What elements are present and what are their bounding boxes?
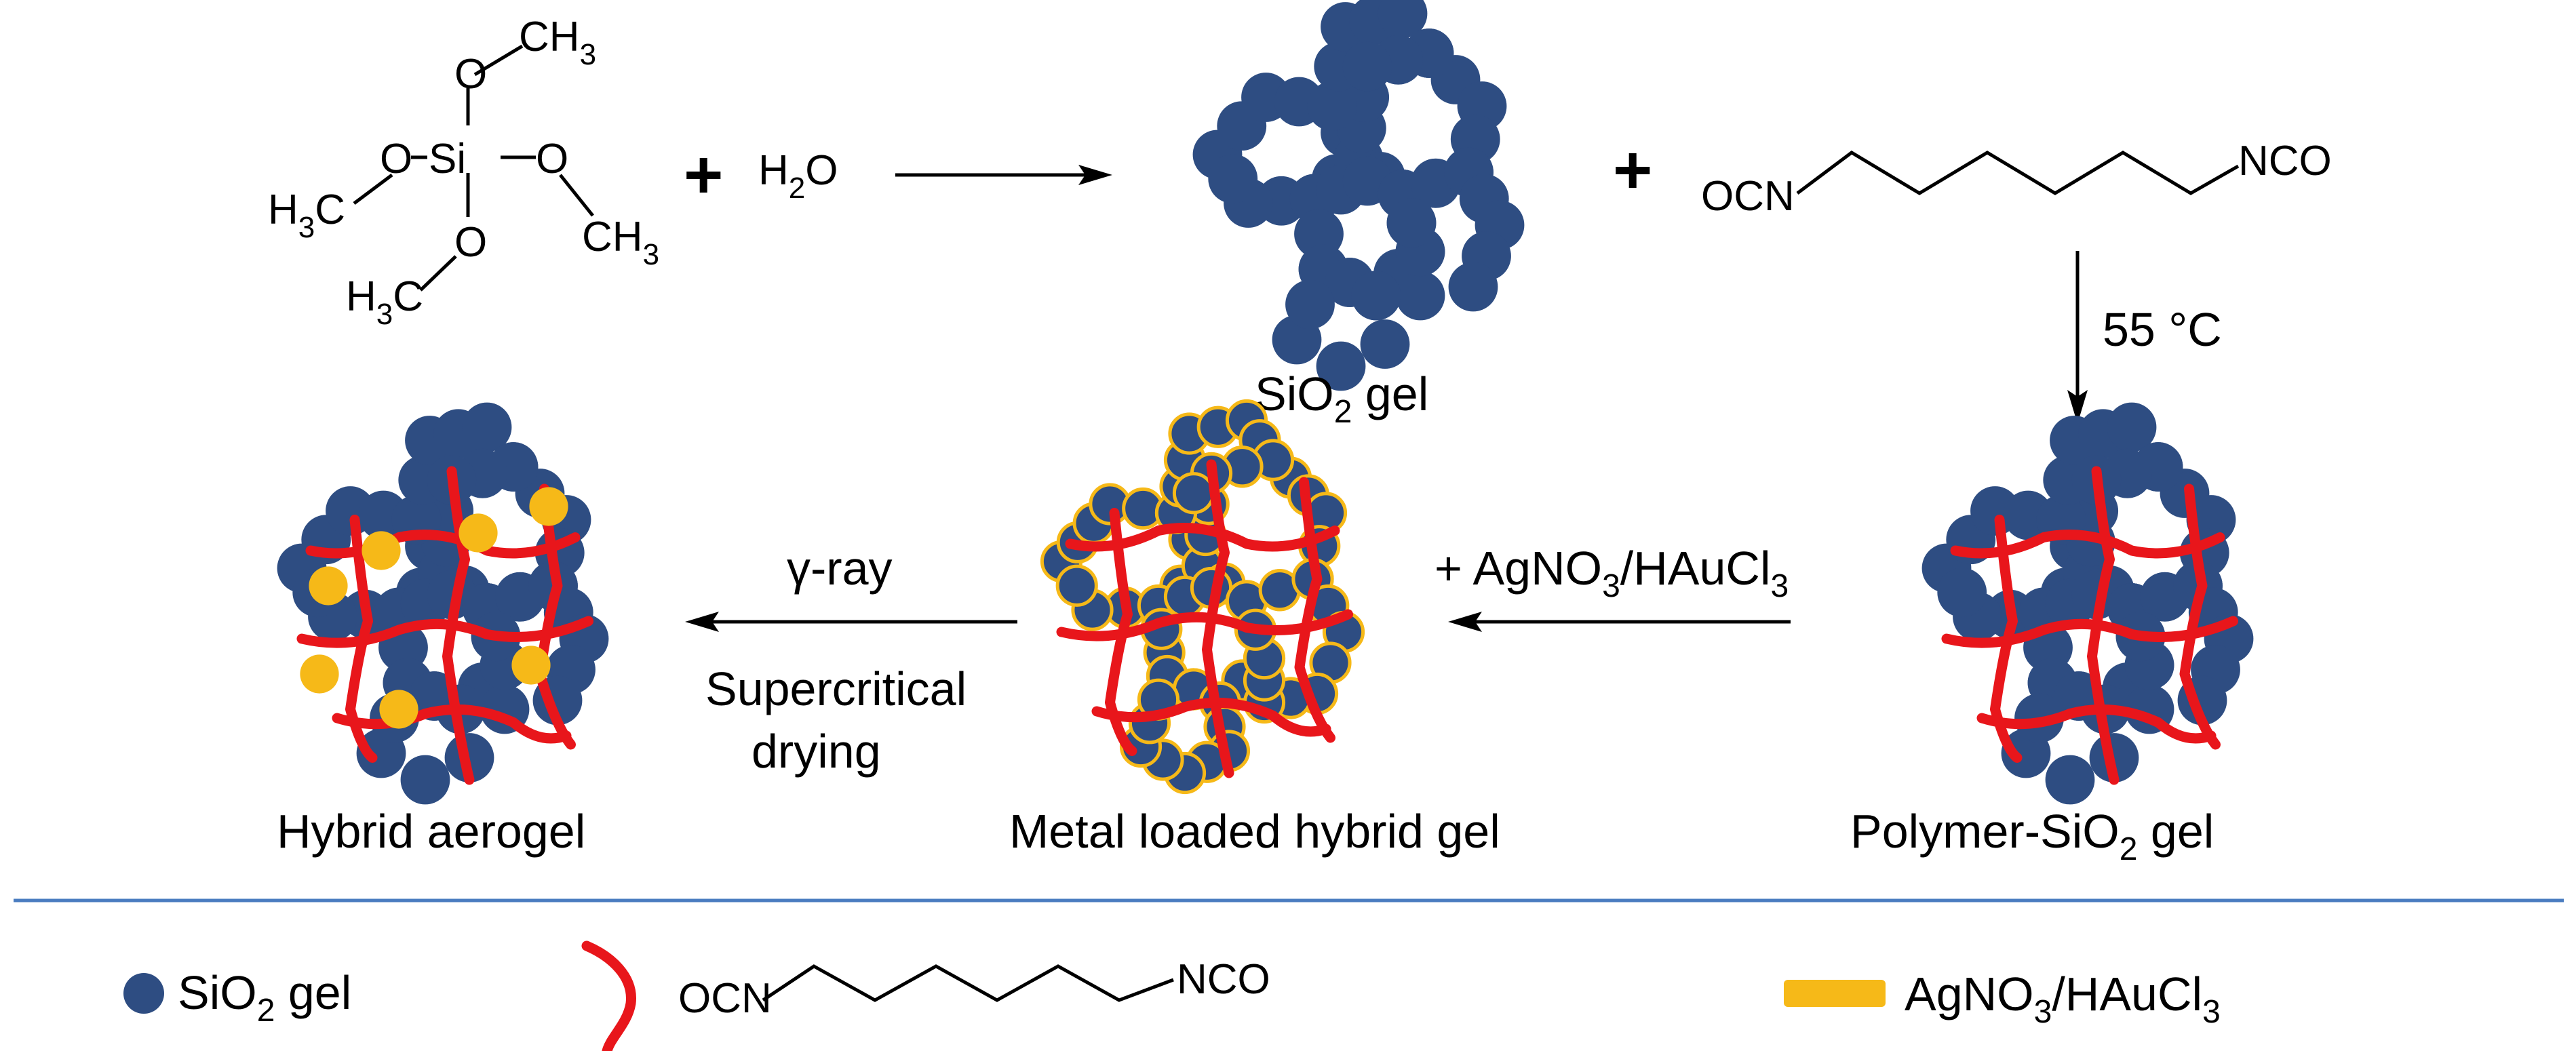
- metal-nanoparticle: [300, 654, 339, 694]
- silica-bead: [400, 755, 450, 805]
- metal-salt-label: + AgNO3/HAuCl3: [1435, 542, 1789, 604]
- polymer-chain: [1105, 508, 1137, 756]
- plus-sign: +: [684, 137, 723, 213]
- polymer-chain: [1294, 477, 1335, 743]
- polymer-chain: [1941, 616, 2238, 648]
- legend: SiO2 gel OCN NCO AgNO3/HAuCl3: [123, 940, 2221, 1051]
- hdi-nco-right: NCO: [2238, 138, 2332, 184]
- bond: [419, 255, 457, 292]
- hdi-chain: [1796, 150, 2240, 195]
- tmos-si: Si: [429, 136, 466, 182]
- legend-polymer-swatch: [581, 940, 636, 1051]
- legend-metal-swatch: [1784, 980, 1886, 1007]
- arrow-crosslink: [2067, 251, 2088, 424]
- tmos-ch3-top: CH3: [519, 14, 596, 71]
- legend-sio2-label: SiO2 gel: [178, 966, 351, 1029]
- tmos-molecule: O CH3 O Si O H3C CH3 O H3C: [268, 14, 659, 331]
- sio2-gel-network: [1192, 0, 1525, 391]
- gamma-ray-label: γ-ray: [787, 542, 893, 595]
- tmos-h3c-bottom: H3C: [346, 273, 423, 331]
- polymer-chain: [332, 704, 572, 744]
- hdi-ocn-left: OCN: [1701, 173, 1795, 220]
- metal-loaded-label: Metal loaded hybrid gel: [1009, 805, 1500, 858]
- temperature-label: 55 °C: [2103, 303, 2222, 356]
- silica-bead: [1351, 271, 1401, 321]
- silica-bead: [462, 402, 512, 452]
- bond: [353, 174, 393, 205]
- polymer-chain: [296, 616, 593, 648]
- bond: [559, 174, 594, 217]
- tmos-o-bottom: O: [454, 219, 487, 266]
- metal-nanoparticle: [379, 690, 418, 729]
- bond: [473, 44, 524, 77]
- silica-bead: [1172, 472, 1215, 515]
- silica-bead: [1316, 341, 1366, 391]
- polymer-chain: [1202, 459, 1234, 778]
- metal-nanoparticle: [362, 531, 401, 570]
- polymer-sio2-gel-label: Polymer-SiO2 gel: [1850, 805, 2214, 867]
- silica-bead: [2107, 402, 2157, 452]
- silica-bead: [1386, 198, 1437, 248]
- tmos-ch3-right: CH3: [582, 214, 659, 271]
- hdi-molecule: OCN NCO: [1701, 138, 2332, 220]
- tmos-h3c-left: H3C: [268, 186, 345, 244]
- silica-bead: [1360, 319, 1410, 369]
- drying-label-line2: drying: [752, 725, 881, 778]
- polymer-chain: [1056, 609, 1353, 641]
- polymer-chain: [1990, 515, 2023, 763]
- arrow-reduction-drying: [685, 612, 1017, 632]
- hybrid-aerogel-network: [277, 402, 609, 805]
- sio2-gel-label: SiO2 gel: [1255, 368, 1428, 430]
- silica-bead: [1937, 568, 1987, 618]
- silica-bead: [1307, 81, 1357, 131]
- tmos-o-right: O: [536, 136, 568, 182]
- polymer-chain: [442, 466, 475, 785]
- metal-nanoparticle: [458, 513, 498, 553]
- silica-bead: [2045, 755, 2095, 805]
- polymer-chain: [345, 515, 378, 763]
- metal-nanoparticle: [309, 566, 348, 606]
- polymer-chain: [1976, 704, 2217, 744]
- metal-loaded-gel-network: [1040, 399, 1365, 795]
- silica-bead: [1448, 262, 1498, 312]
- silica-bead: [1055, 564, 1098, 607]
- legend-polymer-ocn: OCN: [678, 975, 772, 1022]
- arrow-metal-loading: [1448, 612, 1791, 632]
- legend-polymer-nco: NCO: [1177, 956, 1270, 1003]
- polymer-chain: [2179, 483, 2221, 750]
- metal-nanoparticle: [511, 646, 551, 685]
- silica-bead: [1395, 271, 1445, 321]
- silica-bead: [1285, 279, 1335, 330]
- legend-sio2-swatch: [123, 973, 164, 1014]
- tmos-o-left: O: [380, 136, 412, 182]
- legend-metal-label: AgNO3/HAuCl3: [1905, 968, 2221, 1030]
- metal-nanoparticle: [529, 487, 568, 526]
- silica-bead: [1208, 154, 1258, 204]
- silica-bead: [1378, 0, 1428, 39]
- tmos-o-top: O: [454, 51, 487, 98]
- plus-sign: +: [1613, 132, 1652, 208]
- arrow-hydrolysis: [895, 165, 1112, 185]
- water-formula: H2O: [758, 147, 838, 205]
- legend-polymer-chain: [762, 964, 1174, 1002]
- polymer-chain: [534, 483, 576, 750]
- drying-label-line1: Supercritical: [705, 662, 967, 715]
- polymer-chain: [2087, 466, 2120, 785]
- polymer-sio2-gel-network: [1921, 402, 2254, 805]
- silica-bead: [1342, 41, 1392, 92]
- hybrid-aerogel-label: Hybrid aerogel: [277, 805, 585, 858]
- polymer-chain: [1091, 697, 1331, 737]
